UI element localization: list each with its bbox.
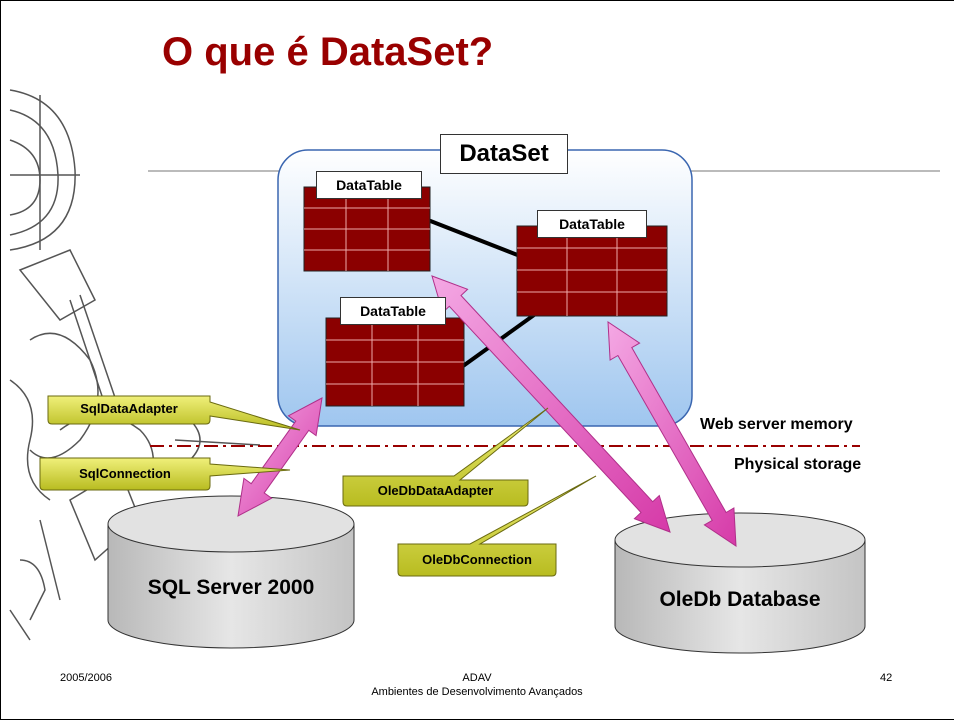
callout-shape-sql-adapter xyxy=(47,395,301,431)
footer-course-code: ADAV xyxy=(462,672,492,684)
sql-server-cylinder xyxy=(107,495,355,649)
callout-shape-sql-connection xyxy=(39,457,291,491)
callout-oledb-connection: OleDbConnection xyxy=(422,552,532,567)
datatable-label: DataTable xyxy=(537,210,647,238)
datatable-label: DataTable xyxy=(340,297,446,325)
callout-shapes xyxy=(39,395,597,577)
datatable-grid-2 xyxy=(516,225,668,317)
callout-sql-connection: SqlConnection xyxy=(79,466,171,481)
footer-page-number: 42 xyxy=(880,672,893,684)
slide-title: O que é DataSet? xyxy=(162,30,494,74)
web-server-memory-label: Web server memory xyxy=(700,416,853,433)
arrows xyxy=(237,275,737,547)
oledb-cylinder xyxy=(614,512,866,654)
physical-storage-label: Physical storage xyxy=(734,456,862,473)
arrow-oledb-table2 xyxy=(607,321,737,547)
footer-date: 2005/2006 xyxy=(60,672,112,684)
footer-course-name: Ambientes de Desenvolvimento Avançados xyxy=(371,686,583,698)
sql-server-label: SQL Server 2000 xyxy=(147,576,315,599)
arrow-oledb-table1 xyxy=(431,275,671,533)
callout-shape-oledb-connection xyxy=(397,475,597,577)
arrow-sql-server xyxy=(237,397,323,517)
callout-shape-oledb-adapter xyxy=(342,407,549,507)
callout-oledb-adapter: OleDbDataAdapter xyxy=(377,483,494,498)
dataset-label: DataSet xyxy=(440,134,568,174)
callout-sql-adapter: SqlDataAdapter xyxy=(80,401,178,416)
datatable-grid-3 xyxy=(325,317,465,407)
datatable-label: DataTable xyxy=(316,171,422,199)
oledb-database-label: OleDb Database xyxy=(659,588,821,611)
datatable-grid-1 xyxy=(303,186,431,272)
